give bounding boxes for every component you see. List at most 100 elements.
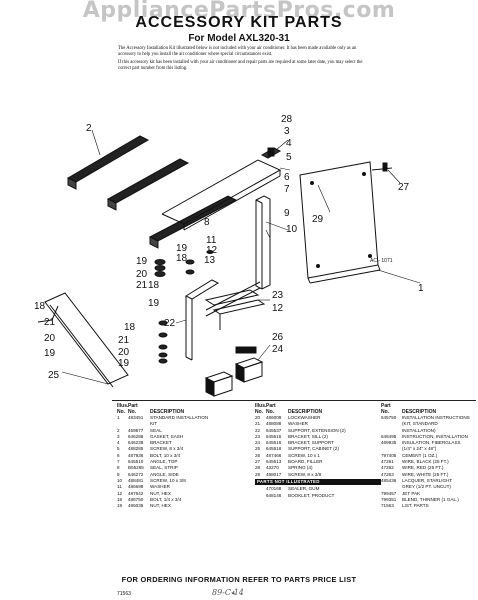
not-illustrated-banner: PARTS NOT ILLUSTRATED	[255, 478, 381, 486]
part-number: 645750	[381, 415, 397, 420]
callout-27: 28	[281, 114, 293, 125]
part-description: BRACKET	[150, 440, 172, 446]
part-description: KIT	[150, 421, 158, 427]
part-number: 486750	[128, 496, 144, 502]
part-description: BOOKLET, PRODUCT	[288, 492, 335, 498]
callout-20-b: 20	[44, 333, 56, 344]
part-number: 469877	[128, 427, 144, 433]
table-row: (KIT, STANDARD	[381, 421, 476, 427]
part-number: 645537	[266, 427, 282, 433]
part-description: SCREW, 10 x 1	[288, 452, 320, 458]
illus-number: 29	[255, 471, 261, 477]
illus-number: 20	[255, 415, 261, 420]
bracket-part-4	[260, 147, 282, 159]
hardware-stack-upper	[154, 250, 214, 277]
illus-number	[255, 493, 266, 499]
part-number: 487642	[128, 490, 144, 496]
part-description: SEALER, GUM	[288, 486, 320, 492]
part-description: CEMENT (1 OZ.)	[402, 452, 438, 458]
part-description: BRACKET, SILL (2)	[288, 433, 328, 439]
callout-9: 9	[284, 208, 290, 219]
handwritten-note: 89-C-14	[212, 588, 244, 597]
callout-18-d: 18	[124, 322, 136, 333]
part-description: SCREW, 8 x 3/4	[150, 446, 184, 452]
part-number: 487466	[266, 452, 282, 458]
illus-number: 7	[117, 459, 120, 465]
part-number: 486035	[128, 503, 144, 509]
part-description: (KIT, STANDARD	[402, 421, 438, 427]
part-number: 648146	[266, 492, 282, 498]
part-description: NUT, HEX	[150, 503, 171, 509]
table-row: 19 486035 NUT, HEX	[117, 503, 250, 509]
callout-21-c: 21	[118, 335, 130, 346]
illus-number: 11	[117, 484, 122, 490]
part-description: WASHER	[150, 484, 170, 490]
part-description: WIRE, WHITE (25 FT.)	[402, 471, 449, 477]
callout-1: 1	[418, 283, 424, 294]
part-description: INSULATION, FIBERGLASS	[402, 440, 461, 446]
hardware-stack-lower	[158, 320, 168, 364]
part-description: GASKET, SASH	[150, 433, 184, 439]
callout-13: 13	[204, 255, 216, 266]
illus-number: 23	[255, 433, 261, 439]
part-description: SPRING (4)	[288, 465, 313, 471]
callout-21-a: 21	[136, 280, 148, 291]
callout-23: 23	[272, 290, 284, 301]
callout-7: 7	[284, 184, 290, 195]
callout-29: 29	[312, 214, 324, 225]
part-description: INSTRUCTION, INSTALLATION	[402, 433, 468, 439]
part-number: 799457	[381, 490, 397, 496]
part-description: BRACKET, SUPPORT	[288, 440, 334, 446]
callout-4: 4	[286, 138, 292, 149]
part-number: 799351	[381, 496, 397, 502]
callout-19-e: 19	[118, 358, 130, 369]
table-row: (1/4" x 24" x 48")	[381, 446, 476, 452]
cabinet-support-part-25	[37, 292, 129, 388]
part-description: BLEND, THINNER (1 GAL.)	[402, 496, 459, 502]
part-number: 488017	[266, 471, 282, 477]
part-description: WIRE, BLACK (25 FT.)	[402, 459, 449, 465]
callout-12-b: 12	[272, 303, 284, 314]
part-description: LIST, PARTS	[402, 503, 429, 509]
part-number: 483451	[128, 415, 144, 420]
callout-5: 5	[286, 152, 292, 163]
table-row: 648146 BOOKLET, PRODUCT	[255, 493, 381, 499]
callout-10: 10	[286, 224, 298, 235]
part-description: BOARD, FILLER	[288, 459, 323, 465]
illus-number: 19	[117, 503, 123, 509]
illus-number: 10	[117, 477, 123, 483]
part-description: INSTALLATION)	[402, 427, 436, 433]
part-description: SCREW, 8 x 3/8	[288, 471, 322, 477]
callout-26: 26	[272, 332, 284, 343]
callout-21-b: 21	[44, 317, 56, 328]
model-subtitle: For Model AXL320-31	[188, 33, 290, 44]
part-number: 47263	[381, 471, 394, 477]
sill-bracket-part-23	[204, 289, 266, 330]
part-description: WIRE, RED (25 FT.)	[402, 465, 444, 471]
part-number: 645518	[266, 446, 282, 452]
callout-25: 25	[48, 370, 60, 381]
part-number: 486698	[128, 484, 144, 490]
intro-text: The Accessory Installation Kit illustrat…	[118, 46, 370, 74]
callout-2: 2	[86, 123, 92, 134]
illus-number: 27	[255, 459, 261, 465]
part-description: SEAL	[150, 427, 162, 433]
callout-19-d: 19	[44, 348, 56, 359]
